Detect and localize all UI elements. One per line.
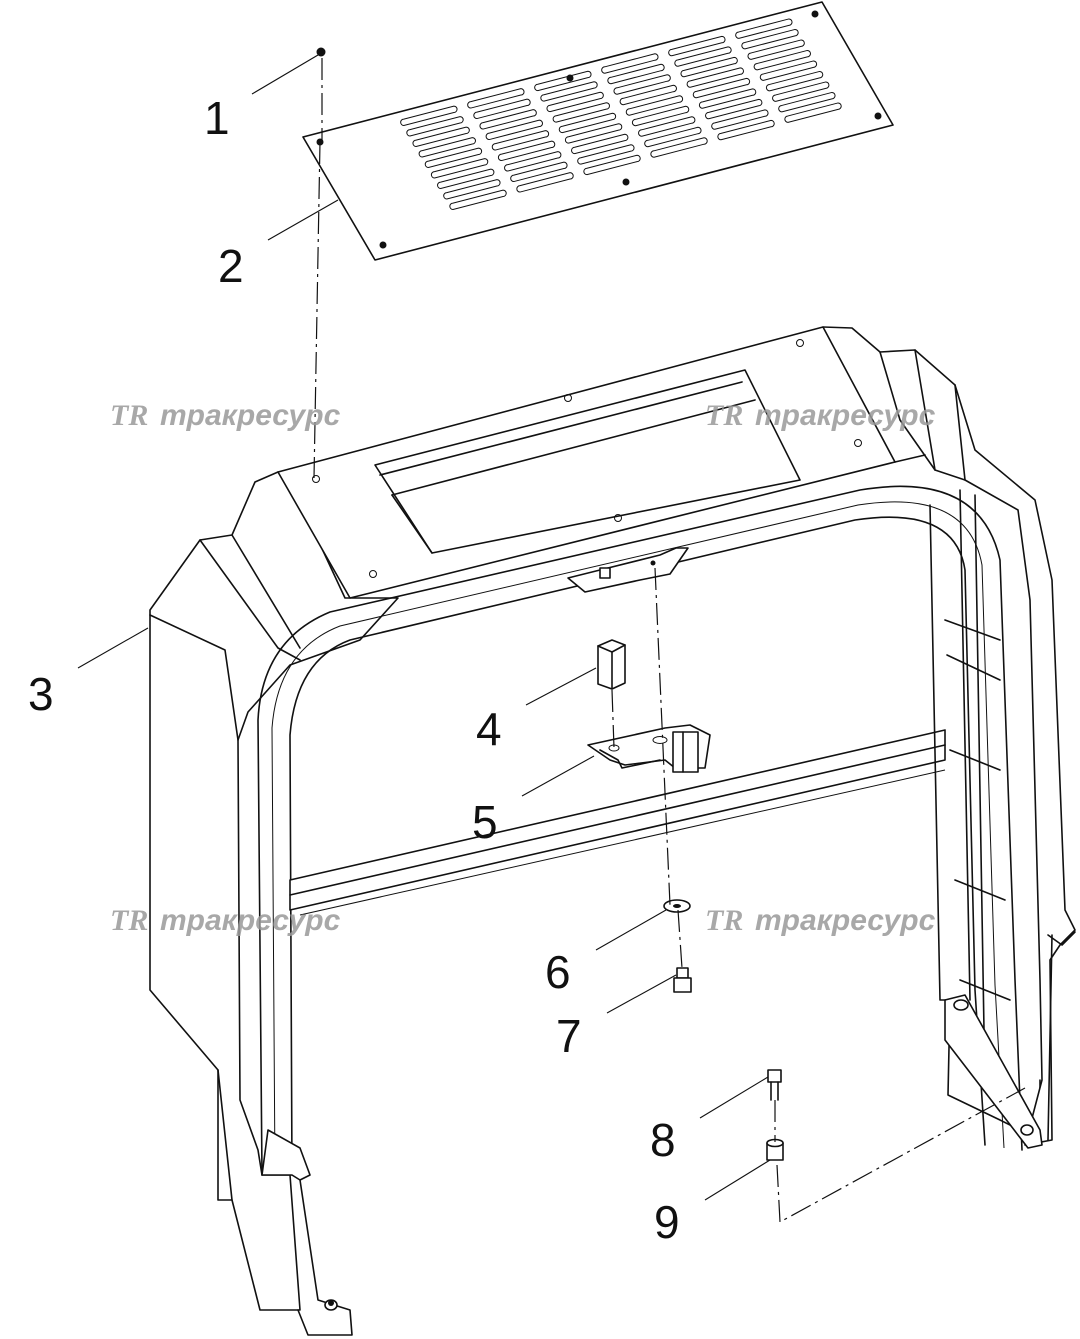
vent-slot <box>449 189 507 210</box>
part-4-block <box>597 639 626 690</box>
assembly-axes <box>313 58 1026 1223</box>
frame-arch-inner <box>289 516 986 1176</box>
vent-slot <box>564 123 623 144</box>
frame-bracket <box>567 547 689 593</box>
vent-slot <box>552 102 610 123</box>
vent-slot <box>747 39 805 60</box>
vent-slot <box>583 154 641 176</box>
vent-slot <box>644 126 702 148</box>
vent-slot <box>510 161 568 183</box>
vent-slot <box>443 179 501 200</box>
callout-7: 7 <box>556 1010 582 1062</box>
vent-slot <box>638 116 696 137</box>
part-1-screw <box>316 47 326 57</box>
vent-slot <box>546 91 604 113</box>
vent-slot <box>613 74 671 95</box>
vent-slot <box>735 18 793 39</box>
watermark-logo: TR <box>110 904 148 937</box>
frame-right-shell <box>879 349 1076 1146</box>
vent-slot <box>516 172 574 193</box>
vent-slot <box>711 109 769 130</box>
callout-2: 2 <box>218 240 244 292</box>
callout-5: 5 <box>472 796 498 848</box>
vent-slot <box>680 56 738 78</box>
callout-1: 1 <box>204 92 230 144</box>
vent-slot <box>400 105 458 126</box>
vent-slot <box>571 133 629 155</box>
vent-slot <box>759 60 818 81</box>
frame-arch-outer <box>257 485 1023 1176</box>
callout-3: 3 <box>28 668 54 720</box>
vent-slot <box>418 137 476 158</box>
frame-right-foot <box>944 994 1043 1149</box>
vent-slot <box>534 70 592 92</box>
vent-slot <box>772 81 830 102</box>
vent-slot <box>686 67 744 88</box>
part-9-spacer <box>766 1138 784 1161</box>
leader-lines <box>77 54 771 1201</box>
vent-slots <box>400 18 842 210</box>
frame-left-foot <box>261 1129 311 1181</box>
vent-slot <box>778 91 836 113</box>
vent-slot <box>473 98 531 120</box>
vent-slot <box>765 70 824 92</box>
watermark-text: тракресурс <box>755 399 936 432</box>
vent-slot <box>601 53 659 74</box>
part-3-frame <box>149 326 1076 1336</box>
vent-slot <box>491 130 550 151</box>
vent-slot <box>631 105 690 127</box>
callout-4: 4 <box>476 703 502 755</box>
vent-slot <box>437 168 495 189</box>
callout-9: 9 <box>654 1196 680 1248</box>
vent-slot <box>692 77 751 99</box>
callout-labels: 1 2 3 4 5 6 7 8 9 <box>28 92 680 1248</box>
vent-slot <box>412 126 470 147</box>
vent-slot <box>619 84 677 106</box>
vent-slot <box>479 109 537 130</box>
watermark-logo: TR <box>705 904 743 937</box>
vent-slot <box>558 112 617 134</box>
callout-6: 6 <box>545 946 571 998</box>
frame-left-shell <box>149 471 399 1311</box>
watermark-text: тракресурс <box>755 904 936 937</box>
vent-slot <box>504 151 562 172</box>
watermarks: TR тракресурс TR тракресурс TR тракресур… <box>110 399 936 937</box>
vent-slot <box>625 95 684 116</box>
vent-slot <box>424 147 483 168</box>
vent-slot <box>668 35 726 57</box>
vent-slot <box>698 88 757 109</box>
vent-slot <box>467 88 525 109</box>
part-6-washer <box>663 899 691 913</box>
vent-slot <box>577 144 635 165</box>
part-8-screw <box>767 1069 782 1101</box>
vent-slot <box>497 140 556 162</box>
watermark-logo: TR <box>110 399 148 432</box>
vent-slot <box>741 28 799 50</box>
part-2-vent-cover <box>302 1 894 261</box>
vent-slot <box>485 119 543 141</box>
part-7-bolt <box>673 967 692 993</box>
watermark-text: тракресурс <box>160 904 341 937</box>
vent-slot <box>430 158 489 179</box>
vent-slot <box>406 116 464 137</box>
vent-slot <box>607 63 665 85</box>
vent-slot <box>717 119 775 141</box>
vent-slot <box>540 81 598 102</box>
part-5-bracket <box>587 724 711 773</box>
vent-slot <box>705 98 763 120</box>
watermark-text: тракресурс <box>160 399 341 432</box>
watermark-logo: TR <box>705 399 743 432</box>
callout-8: 8 <box>650 1114 676 1166</box>
vent-slot <box>650 137 708 158</box>
vent-slot <box>784 102 842 123</box>
vent-slot <box>674 46 732 67</box>
vent-slot <box>753 49 811 71</box>
